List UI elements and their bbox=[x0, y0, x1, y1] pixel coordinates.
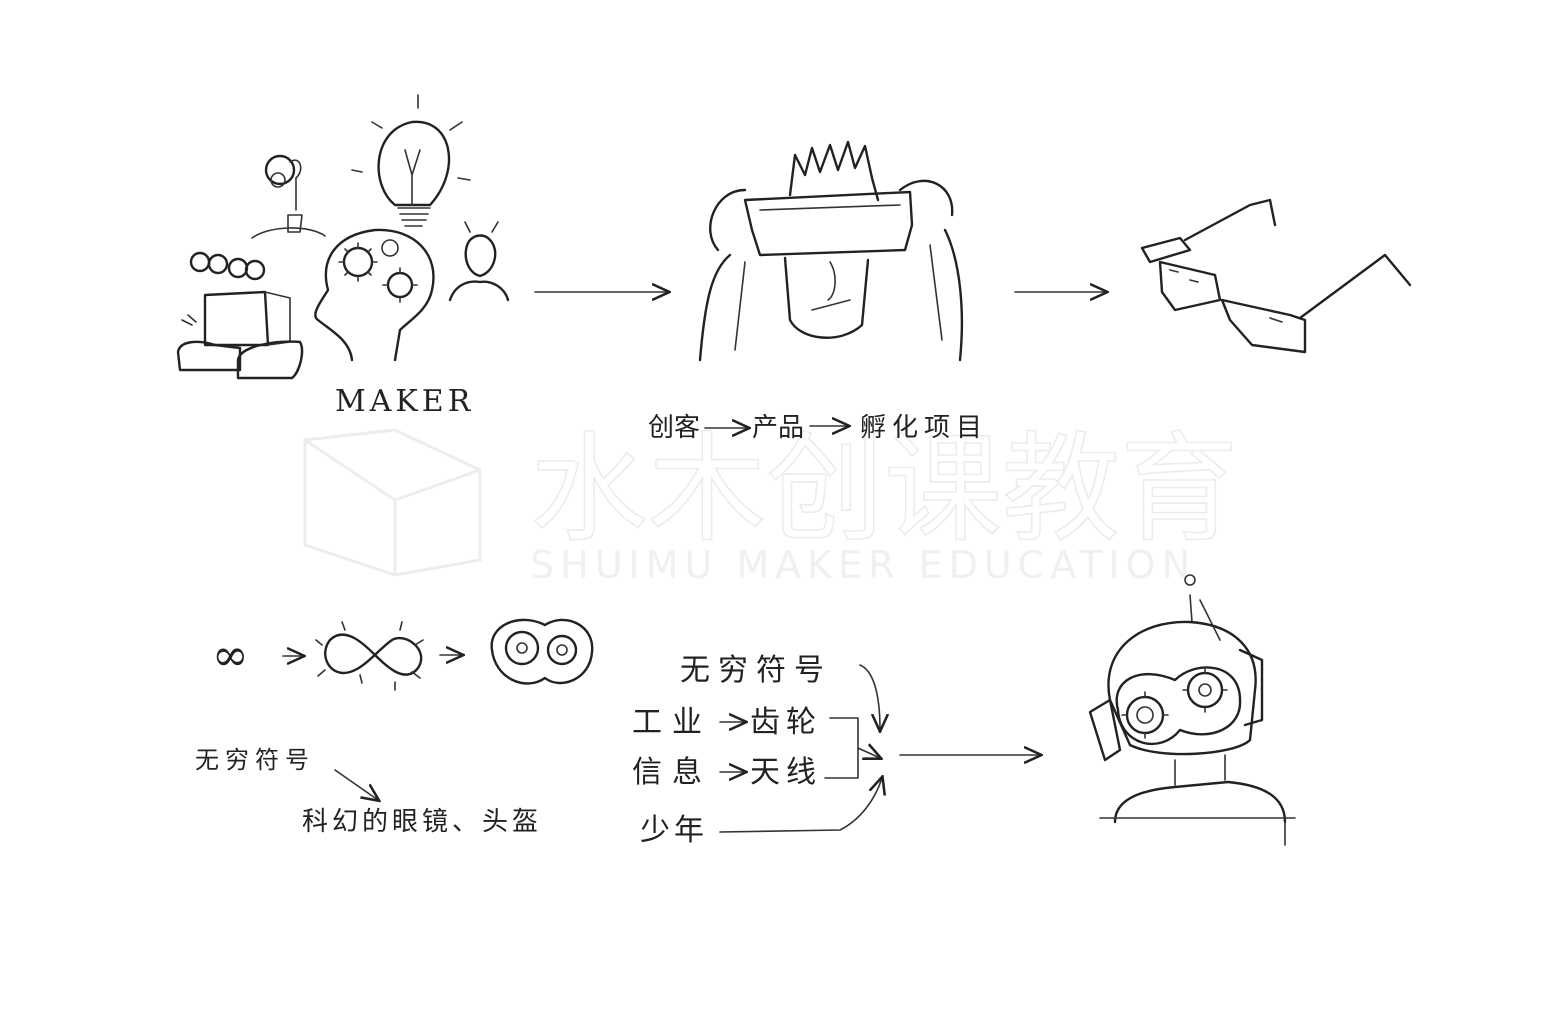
merge-row-infinity: 无穷符号 bbox=[680, 653, 832, 688]
concept-merge: 无穷符号 工业 齿轮 信息 天线 少年 bbox=[632, 653, 882, 848]
brain-gears-head-icon bbox=[314, 228, 435, 362]
gear-infinity-icon bbox=[315, 621, 424, 691]
gear-helmet-figure-icon bbox=[1088, 574, 1296, 846]
alien-figure-icon bbox=[448, 221, 510, 302]
watermark-logo-icon bbox=[303, 428, 482, 577]
infinity-symbol: ∞ bbox=[212, 630, 249, 681]
maker-label: MAKER bbox=[335, 384, 474, 419]
maker-cluster: MAKER bbox=[176, 94, 510, 419]
label-scifi-glasses-helmet: 科幻的眼镜、头盔 bbox=[302, 807, 542, 837]
robot-head-icon bbox=[251, 154, 326, 239]
connector-bracket bbox=[824, 717, 859, 779]
connector-merge bbox=[857, 748, 880, 758]
connector-youth bbox=[719, 778, 882, 833]
connector-infinity bbox=[859, 664, 880, 730]
caption-product: 产品 bbox=[752, 413, 804, 443]
label-infinity-symbol: 无穷符号 bbox=[195, 746, 315, 774]
watermark-subtitle: SHUIMU MAKER EDUCATION bbox=[530, 543, 1196, 587]
twin-gears-icon bbox=[490, 618, 594, 685]
merge-row-industry: 工业 bbox=[632, 705, 712, 740]
glasses-icon bbox=[1140, 198, 1412, 354]
merge-row-antenna: 天线 bbox=[750, 755, 822, 790]
watermark: 水木创课教育 SHUIMU MAKER EDUCATION bbox=[303, 419, 1239, 587]
watermark-title: 水木创课教育 bbox=[530, 420, 1238, 558]
caption-incubation: 孵化项目 bbox=[860, 413, 988, 443]
infinity-evolution: ∞ bbox=[212, 618, 594, 691]
merge-row-information: 信息 bbox=[632, 755, 712, 790]
top-caption: 创客 产品 孵化项目 bbox=[648, 413, 988, 443]
caption-maker: 创客 bbox=[648, 413, 700, 443]
lightbulb-icon bbox=[351, 94, 471, 227]
label-arrow bbox=[334, 769, 378, 800]
merge-row-youth: 少年 bbox=[640, 813, 708, 848]
vr-headset-person-icon bbox=[698, 140, 964, 362]
bottom-left-labels: 无穷符号 科幻的眼镜、头盔 bbox=[195, 746, 542, 837]
merge-row-gear: 齿轮 bbox=[750, 705, 822, 740]
tank-robot-icon bbox=[176, 251, 304, 380]
